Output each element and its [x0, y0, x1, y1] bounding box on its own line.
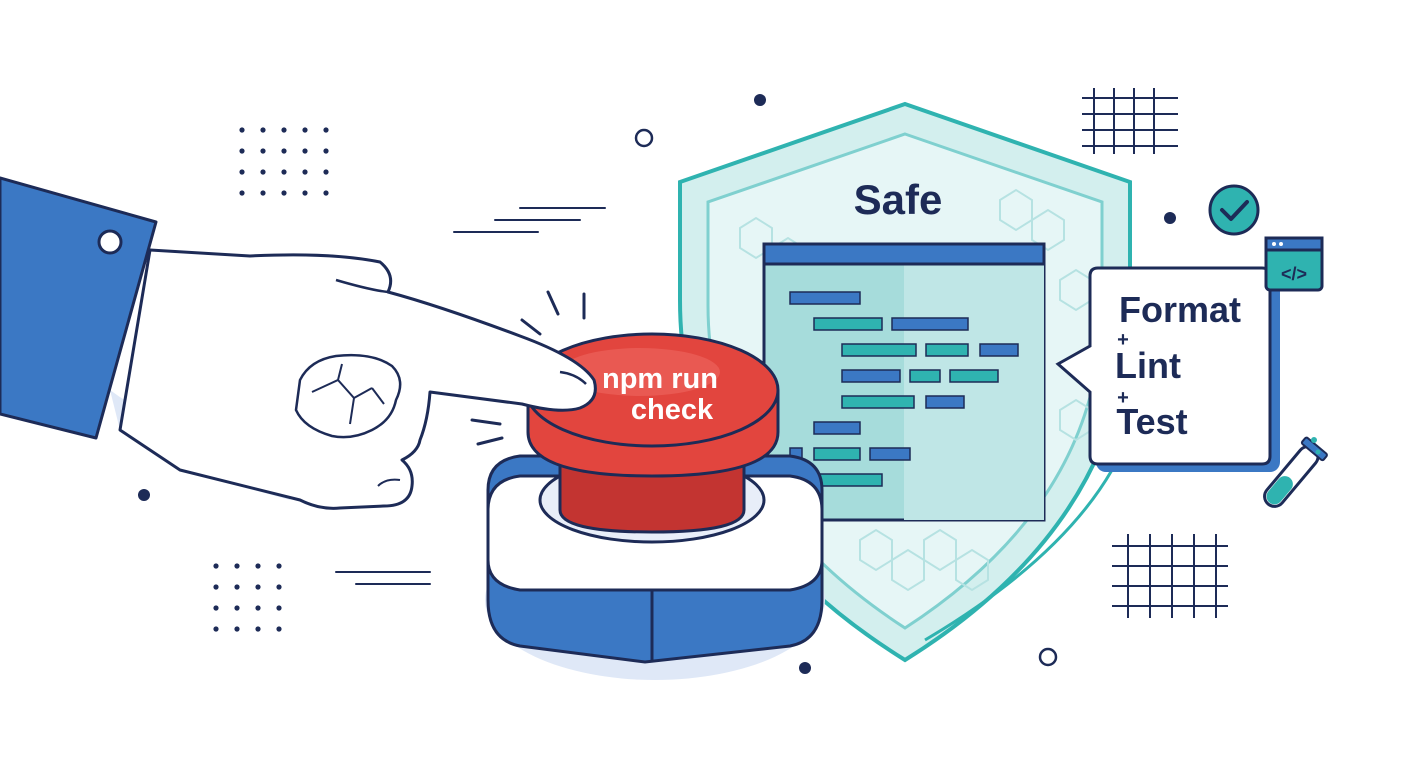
grid-dot: [239, 127, 245, 133]
grid-dot: [260, 169, 266, 175]
callout-format: Format: [1119, 289, 1241, 330]
grid-dot: [255, 584, 261, 590]
shield-title: Safe: [854, 176, 943, 223]
grid-dot: [260, 148, 266, 154]
grid-dot: [281, 190, 287, 196]
grid-dot: [234, 605, 240, 611]
grid-dot: [276, 584, 282, 590]
grid-dot: [281, 169, 287, 175]
check-circle-icon: [1208, 184, 1260, 236]
grid-dot: [213, 605, 219, 611]
callout-test: Test: [1116, 401, 1187, 442]
grid-dot: [239, 169, 245, 175]
svg-text:</>: </>: [1281, 264, 1307, 284]
code-editor-window: [762, 242, 1046, 522]
grid-dot: [260, 127, 266, 133]
dot-grid-top-left: [239, 127, 329, 196]
grid-dot: [213, 626, 219, 632]
grid-dot: [323, 127, 329, 133]
callout-lint: Lint: [1115, 345, 1181, 386]
grid-dot: [323, 169, 329, 175]
dot-grid-bottom-left: [213, 563, 282, 632]
grid-dot: [255, 605, 261, 611]
test-tube-icon: [1263, 436, 1328, 508]
grid-dot: [213, 584, 219, 590]
grid-dot: [302, 127, 308, 133]
grid-dot: [239, 190, 245, 196]
grid-dot: [255, 626, 261, 632]
grid-pattern-bottom-right: [1112, 534, 1228, 618]
grid-dot: [281, 148, 287, 154]
grid-dot: [302, 148, 308, 154]
code-window-icon: </>: [1264, 236, 1324, 292]
grid-dot: [276, 563, 282, 569]
grid-dot: [234, 563, 240, 569]
sleeve-button: [97, 229, 123, 255]
grid-dot: [302, 169, 308, 175]
grid-dot: [323, 148, 329, 154]
pointing-hand: [0, 176, 597, 510]
npm-run-check-button[interactable]: npm run check: [470, 290, 825, 680]
grid-dot: [239, 148, 245, 154]
grid-dot: [255, 563, 261, 569]
callout-plus-2: +: [1117, 387, 1129, 409]
code-lines: [789, 291, 1019, 487]
grid-dot: [234, 584, 240, 590]
grid-dot: [234, 626, 240, 632]
button-label-line1: npm run: [602, 363, 718, 395]
grid-dot: [276, 605, 282, 611]
grid-dot: [213, 563, 219, 569]
grid-dot: [260, 190, 266, 196]
grid-dot: [302, 190, 308, 196]
callout-plus-1: +: [1117, 329, 1129, 351]
steps-callout: Format + Lint + Test: [1055, 266, 1280, 472]
background-decorations: [138, 88, 1228, 674]
grid-dot: [281, 127, 287, 133]
grid-dot: [276, 626, 282, 632]
button-label-line2: check: [631, 394, 714, 426]
grid-pattern-top-right: [1082, 88, 1178, 154]
grid-dot: [323, 190, 329, 196]
